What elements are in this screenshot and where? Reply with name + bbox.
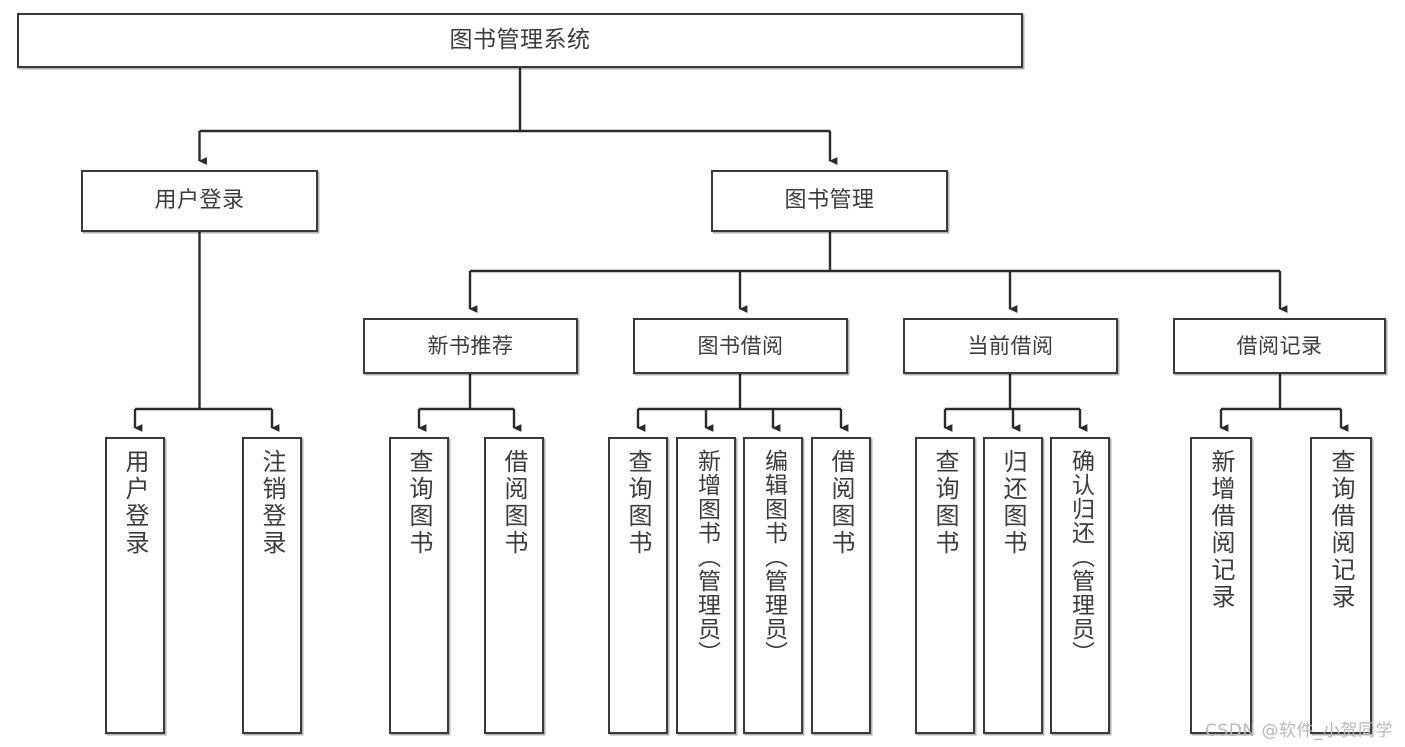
node-label: 用户登录 — [154, 188, 245, 214]
leaf-borrow-add-book-admin[interactable]: 新增图书（管理员） — [676, 437, 736, 734]
node-borrow-record[interactable]: 借阅记录 — [1173, 318, 1386, 374]
leaf-borrow-query-book[interactable]: 查询图书 — [608, 437, 668, 734]
node-label: 新增借阅记录 — [1207, 449, 1235, 611]
node-label: 图书借阅 — [697, 333, 784, 358]
leaf-record-query-record[interactable]: 查询借阅记录 — [1310, 437, 1372, 734]
node-label: 新书推荐 — [427, 333, 514, 358]
node-label: 查询图书 — [624, 449, 652, 557]
node-label: 图书管理 — [784, 188, 875, 214]
node-label: 借阅图书 — [500, 449, 528, 557]
leaf-borrow-edit-book-admin[interactable]: 编辑图书（管理员） — [743, 437, 803, 734]
node-label: 查询图书 — [405, 449, 433, 557]
leaf-current-confirm-return-admin[interactable]: 确认归还（管理员） — [1050, 437, 1110, 734]
leaf-recommend-query-book[interactable]: 查询图书 — [389, 437, 449, 734]
node-label: 归还图书 — [999, 449, 1027, 557]
csdn-watermark: CSDN @软件_小贺同学 — [1205, 721, 1393, 741]
node-new-book-recommend[interactable]: 新书推荐 — [363, 318, 578, 374]
node-book-management[interactable]: 图书管理 — [711, 170, 948, 232]
leaf-current-query-book[interactable]: 查询图书 — [915, 437, 975, 734]
leaf-borrow-borrow-book[interactable]: 借阅图书 — [811, 437, 871, 734]
node-label: 借阅记录 — [1236, 333, 1323, 358]
leaf-recommend-borrow-book[interactable]: 借阅图书 — [484, 437, 544, 734]
node-user-login[interactable]: 用户登录 — [81, 170, 318, 232]
node-label: 当前借阅 — [967, 333, 1054, 358]
node-label: 借阅图书 — [827, 449, 855, 557]
leaf-user-login-logout[interactable]: 注销登录 — [242, 437, 302, 734]
node-label: 查询借阅记录 — [1327, 449, 1355, 611]
leaf-user-login-login[interactable]: 用户登录 — [105, 437, 165, 734]
node-root-system[interactable]: 图书管理系统 — [17, 13, 1023, 68]
node-label: 确认归还（管理员） — [1067, 449, 1094, 665]
leaf-current-return-book[interactable]: 归还图书 — [983, 437, 1043, 734]
node-book-borrow[interactable]: 图书借阅 — [633, 318, 848, 374]
node-label: 编辑图书（管理员） — [760, 449, 787, 665]
node-label: 用户登录 — [121, 449, 149, 557]
node-label: 新增图书（管理员） — [693, 449, 720, 665]
node-label: 图书管理系统 — [449, 26, 591, 53]
leaf-record-add-record[interactable]: 新增借阅记录 — [1190, 437, 1252, 734]
node-label: 注销登录 — [258, 449, 286, 557]
node-label: 查询图书 — [931, 449, 959, 557]
node-current-borrow[interactable]: 当前借阅 — [903, 318, 1118, 374]
